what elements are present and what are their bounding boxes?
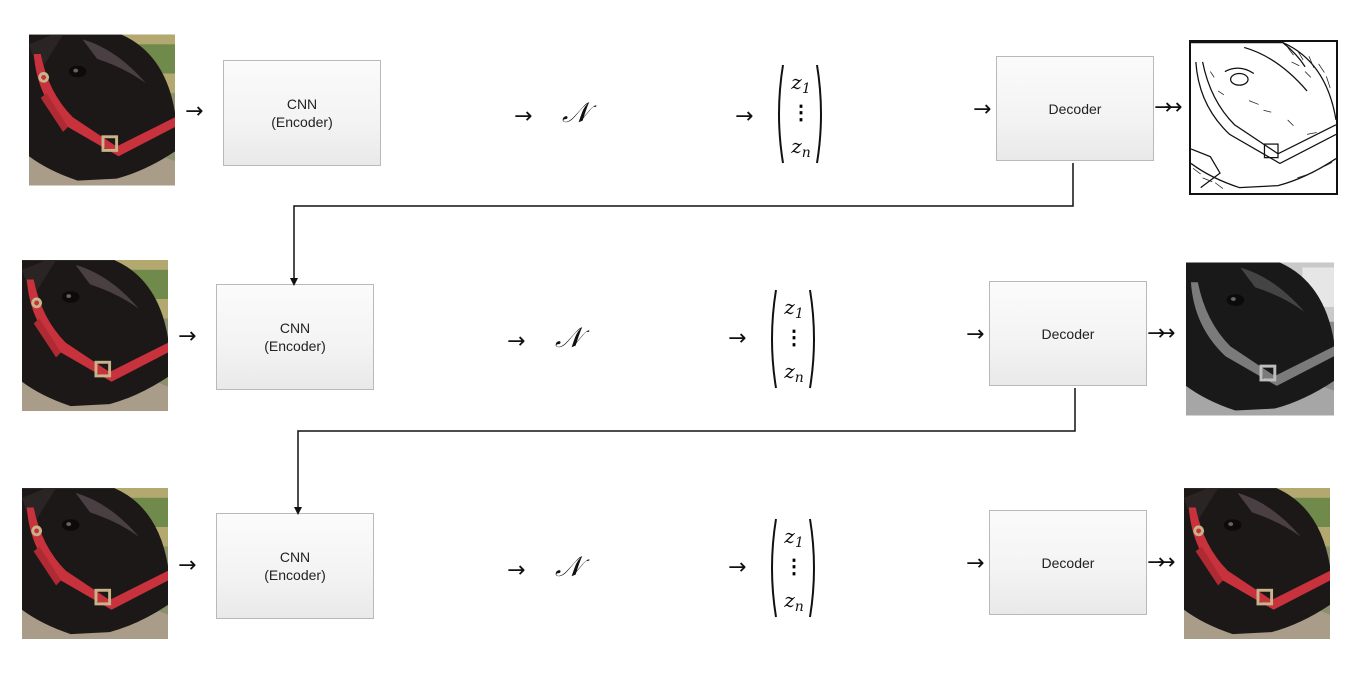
arrow-latent-to-decoder-row2: → xyxy=(966,322,985,347)
connector-decoder1-to-encoder2 xyxy=(290,163,1074,286)
latent-first: z1 xyxy=(791,70,811,97)
latent-ellipsis: ⋮ xyxy=(784,325,804,349)
left-paren-icon xyxy=(771,289,777,389)
arrow-encoder-to-normal-row2: → xyxy=(507,329,526,354)
arrow-normal-to-latent-row3: → xyxy=(728,555,747,580)
left-paren-icon xyxy=(778,64,784,164)
encoder-label: CNN xyxy=(286,96,318,112)
latent-first: z1 xyxy=(784,524,804,551)
arrow-decoder-to-output-row2-tail: → xyxy=(1157,321,1176,346)
arrow-encoder-to-normal-row1: → xyxy=(514,104,533,129)
arrow-decoder-to-output-row3-tail: → xyxy=(1157,550,1176,575)
latent-last: zn xyxy=(791,134,811,161)
encoder-label: CNN xyxy=(279,320,311,336)
latent-ellipsis: ⋮ xyxy=(791,100,811,124)
decoder-label: Decoder xyxy=(1041,554,1095,571)
normal-distribution-symbol-row3: 𝒩 xyxy=(555,550,582,583)
arrow-latent-to-decoder-row3: → xyxy=(966,551,985,576)
right-paren-icon xyxy=(816,64,822,164)
decoder-box-row1: Decoder xyxy=(996,56,1154,161)
decoder-label: Decoder xyxy=(1048,100,1102,117)
decoder-label: Decoder xyxy=(1041,325,1095,342)
decoder-box-row3: Decoder xyxy=(989,510,1147,615)
arrow-normal-to-latent-row1: → xyxy=(735,104,754,129)
encoder-sublabel: (Encoder) xyxy=(264,338,326,354)
latent-vector-row3: z1 ⋮ zn xyxy=(767,518,819,618)
arrow-encoder-to-normal-row3: → xyxy=(507,558,526,583)
latent-first: z1 xyxy=(784,295,804,322)
cnn-encoder-box-row3: CNN (Encoder) xyxy=(216,513,374,619)
encoder-sublabel: (Encoder) xyxy=(264,567,326,583)
output-image-row1 xyxy=(1189,40,1338,195)
latent-ellipsis: ⋮ xyxy=(784,554,804,578)
arrow-input-to-encoder-row2: → xyxy=(178,324,197,349)
right-paren-icon xyxy=(809,289,815,389)
encoder-sublabel: (Encoder) xyxy=(271,114,333,130)
latent-last: zn xyxy=(784,588,804,615)
latent-vector-row1: z1 ⋮ zn xyxy=(774,64,826,164)
latent-last: zn xyxy=(784,359,804,386)
arrow-input-to-encoder-row3: → xyxy=(178,553,197,578)
arrow-latent-to-decoder-row1: → xyxy=(973,97,992,122)
normal-distribution-symbol-row2: 𝒩 xyxy=(555,321,582,354)
arrow-input-to-encoder-row1: → xyxy=(185,99,204,124)
arrow-normal-to-latent-row2: → xyxy=(728,326,747,351)
right-paren-icon xyxy=(809,518,815,618)
cnn-encoder-box-row1: CNN (Encoder) xyxy=(223,60,381,166)
latent-vector-row2: z1 ⋮ zn xyxy=(767,289,819,389)
encoder-label: CNN xyxy=(279,549,311,565)
connector-decoder2-to-encoder3 xyxy=(294,388,1076,515)
normal-distribution-symbol-row1: 𝒩 xyxy=(562,96,589,129)
decoder-box-row2: Decoder xyxy=(989,281,1147,386)
left-paren-icon xyxy=(771,518,777,618)
arrow-decoder-to-output-row1-tail: → xyxy=(1164,95,1183,120)
